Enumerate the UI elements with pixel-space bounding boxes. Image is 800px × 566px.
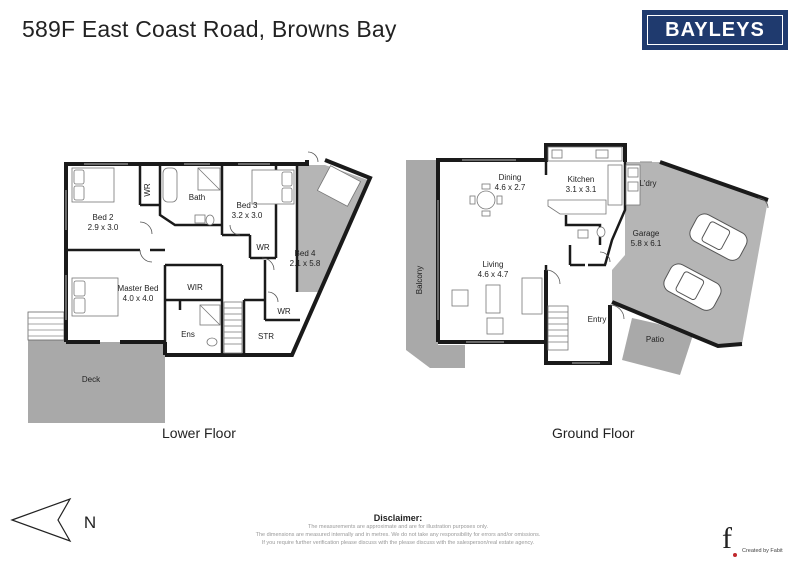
garage-dims: 5.8 x 6.1: [631, 239, 662, 248]
deck-label: Deck: [82, 375, 101, 384]
dining-name: Dining: [499, 173, 522, 182]
living-sofa: [521, 277, 543, 315]
bed2-dims: 2.9 x 3.0: [88, 223, 119, 232]
bed2-name: Bed 2: [93, 213, 114, 222]
bath-label: Bath: [189, 193, 205, 202]
disclaimer: Disclaimer: The measurements are approxi…: [150, 513, 646, 547]
ground-floor-plan: Dining 4.6 x 2.7 Kitchen 3.1 x 3.1 L'dry…: [406, 143, 770, 375]
lower-floor-fill: [66, 158, 370, 355]
storage-label: STR: [258, 332, 274, 341]
bed4-name: Bed 4: [295, 249, 316, 258]
north-compass: N: [10, 497, 96, 543]
property-address: 589F East Coast Road, Browns Bay: [22, 16, 397, 42]
armchair-2: [486, 317, 504, 335]
logo-text: BAYLEYS: [665, 18, 765, 41]
balcony-label: Balcony: [415, 266, 424, 294]
deck-steps: [27, 311, 65, 341]
entry-label: Entry: [588, 315, 607, 324]
kitchen-side-bench: [607, 164, 623, 206]
wr3-label: WR: [277, 307, 291, 316]
powder-vanity: [577, 229, 589, 239]
dining-table: [476, 190, 496, 210]
lower-door-swings: [139, 151, 319, 303]
bath-vanity: [194, 214, 206, 224]
patio-label: Patio: [646, 335, 665, 344]
garage-room: [612, 162, 768, 346]
ground-windows: [437, 159, 652, 364]
armchair: [451, 289, 469, 307]
master-bed-name: Master Bed: [118, 284, 159, 293]
kitchen-dims: 3.1 x 3.1: [566, 185, 597, 194]
balcony-area: [406, 160, 465, 368]
wr1-label: WR: [143, 183, 152, 197]
bayleys-logo: BAYLEYS: [642, 10, 788, 50]
dining-dims: 4.6 x 2.7: [495, 183, 526, 192]
fabit-dot-icon: [733, 553, 737, 557]
ground-stairs: [547, 305, 569, 351]
bed4-dims: 2.1 x 5.8: [290, 259, 321, 268]
ground-fixtures: [451, 146, 641, 335]
lower-floor-label: Lower Floor: [162, 425, 236, 441]
wir-label: WIR: [187, 283, 203, 292]
kitchen-cooktop: [595, 149, 609, 159]
lower-fixtures: [71, 165, 362, 347]
disclaimer-title: Disclaimer:: [373, 513, 423, 523]
fabit-credit: f Created by Fabit: [722, 522, 794, 562]
ground-floor-label: Ground Floor: [552, 425, 635, 441]
deck-area: [28, 340, 165, 423]
living-name: Living: [483, 260, 504, 269]
lower-floor-plan: Bed 2 2.9 x 3.0 WR Bath Bed 3 3.2 x 3.0 …: [27, 151, 373, 423]
kitchen-island: [547, 199, 607, 215]
kitchen-name: Kitchen: [568, 175, 595, 184]
compass-north-label: N: [84, 513, 96, 532]
laundry-label: L'dry: [639, 179, 656, 188]
fabit-credit-text: Created by Fabit: [742, 548, 783, 554]
living-dims: 4.6 x 4.7: [478, 270, 509, 279]
ground-door-swings: [545, 197, 769, 320]
bathtub: [162, 167, 178, 203]
powder-toilet: [596, 226, 606, 238]
car-1: [689, 213, 748, 261]
lower-windows: [65, 163, 270, 320]
kitchen-sink: [551, 149, 563, 159]
master-bed-dims: 4.0 x 4.0: [123, 294, 154, 303]
fabit-logo-mark: f: [722, 522, 732, 555]
bed4-bed: [316, 165, 362, 207]
wr2-label: WR: [256, 243, 270, 252]
garage-cars: [663, 213, 748, 311]
disclaimer-line-3: If you require further verification plea…: [261, 540, 535, 546]
ensuite-toilet-icon: [206, 337, 218, 347]
bed3-name: Bed 3: [237, 201, 258, 210]
ensuite-label: Ens: [181, 330, 195, 339]
garage-name: Garage: [633, 229, 660, 238]
bath-toilet-icon: [205, 214, 215, 226]
coffee-table: [485, 284, 501, 314]
disclaimer-line-2: The dimensions are measured internally a…: [255, 532, 541, 538]
compass-arrow-icon: [10, 497, 72, 543]
disclaimer-line-1: The measurements are approximate and are…: [308, 524, 488, 530]
patio-area: [622, 318, 694, 375]
bed3-dims: 3.2 x 3.0: [232, 211, 263, 220]
logo-frame: BAYLEYS: [647, 15, 783, 45]
car-2: [663, 263, 722, 311]
lower-stairs: [223, 301, 243, 354]
